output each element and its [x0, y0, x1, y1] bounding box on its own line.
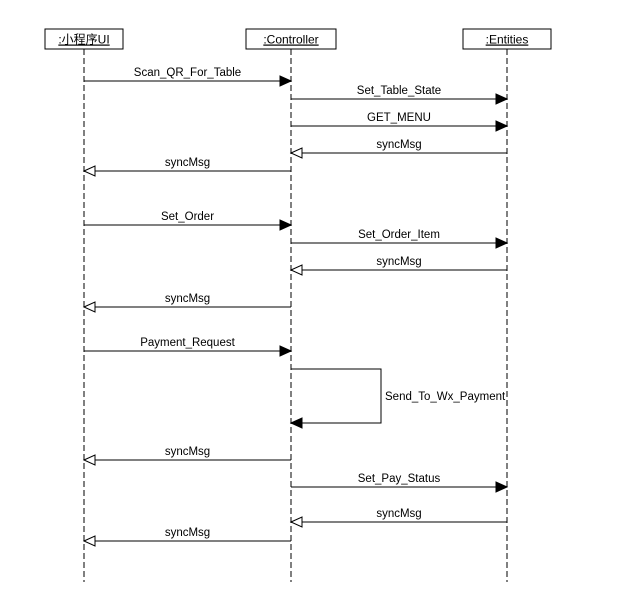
arrowhead-9	[82, 301, 96, 313]
arrowhead-10	[279, 345, 293, 357]
message-label-11: Send_To_Wx_Payment	[385, 391, 506, 403]
message-label-6: Set_Order	[161, 211, 214, 223]
arrowhead-1	[279, 75, 293, 87]
message-3: GET_MENU	[291, 112, 509, 132]
arrowhead-4	[289, 147, 303, 159]
message-label-3: GET_MENU	[367, 112, 431, 124]
participants: :小程序UI :Controller :Entities	[44, 28, 552, 50]
message-label-7: Set_Order_Item	[358, 229, 440, 241]
participant-label-entities: :Entities	[486, 33, 529, 47]
message-label-2: Set_Table_State	[357, 85, 441, 97]
participant-label-controller: :Controller	[263, 33, 318, 47]
message-5: syncMsg	[82, 157, 291, 177]
arrowhead-3	[495, 120, 509, 132]
arrowhead-11	[289, 417, 303, 429]
participant-box-ui	[44, 28, 124, 50]
arrowhead-14	[289, 516, 303, 528]
message-4: syncMsg	[289, 139, 507, 159]
message-12: syncMsg	[82, 446, 291, 466]
message-7: Set_Order_Item	[291, 229, 509, 249]
participant-box-controller	[245, 28, 337, 50]
message-label-1: Scan_QR_For_Table	[134, 67, 241, 79]
message-label-9: syncMsg	[165, 293, 210, 305]
arrowhead-6	[279, 219, 293, 231]
message-2: Set_Table_State	[291, 85, 509, 105]
message-label-4: syncMsg	[376, 139, 421, 151]
arrowhead-2	[495, 93, 509, 105]
message-11: Send_To_Wx_Payment	[289, 368, 506, 429]
message-13: Set_Pay_Status	[291, 473, 509, 493]
message-10: Payment_Request	[84, 337, 293, 357]
participant-box-entities	[462, 28, 552, 50]
arrowhead-8	[289, 264, 303, 276]
message-label-13: Set_Pay_Status	[358, 473, 441, 485]
message-14: syncMsg	[289, 508, 507, 528]
arrowhead-5	[82, 165, 96, 177]
message-label-5: syncMsg	[165, 157, 210, 169]
message-6: Set_Order	[84, 211, 293, 231]
message-label-15: syncMsg	[165, 527, 210, 539]
arrowhead-12	[82, 454, 96, 466]
arrowhead-7	[495, 237, 509, 249]
message-line-11	[291, 368, 382, 424]
message-label-14: syncMsg	[376, 508, 421, 520]
message-label-12: syncMsg	[165, 446, 210, 458]
arrowhead-15	[82, 535, 96, 547]
arrowhead-13	[495, 481, 509, 493]
participant-label-ui: :小程序UI	[58, 32, 109, 47]
message-label-10: Payment_Request	[140, 337, 235, 349]
message-15: syncMsg	[82, 527, 291, 547]
lifelines	[83, 49, 508, 582]
messages: Scan_QR_For_TableSet_Table_StateGET_MENU…	[82, 67, 509, 547]
message-8: syncMsg	[289, 256, 507, 276]
message-label-8: syncMsg	[376, 256, 421, 268]
message-9: syncMsg	[82, 293, 291, 313]
message-1: Scan_QR_For_Table	[84, 67, 293, 87]
